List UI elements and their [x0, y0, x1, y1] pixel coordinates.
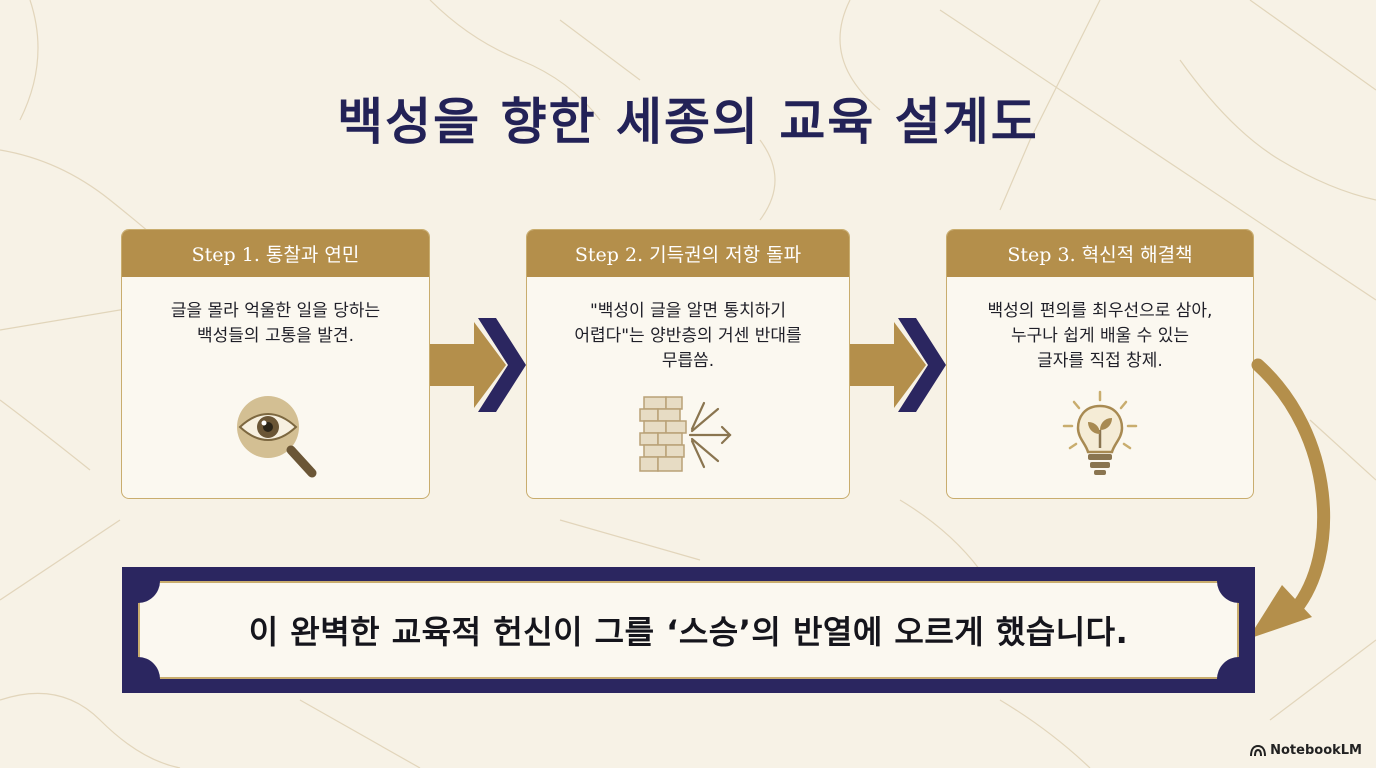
step-3-card: Step 3. 혁신적 해결책 백성의 편의를 최우선으로 삼아, 누구나 쉽게… [946, 229, 1254, 499]
conclusion-frame: 이 완벽한 교육적 헌신이 그를 ‘스승’의 반열에 오르게 했습니다. [138, 581, 1239, 679]
page-title: 백성을 향한 세종의 교육 설계도 [337, 93, 1039, 151]
step-1-line-2: 백성들의 고통을 발견. [197, 326, 354, 346]
step-2-line-1: "백성이 글을 알면 통치하기 [589, 301, 787, 321]
breaking-wall-icon [639, 396, 732, 472]
step-2-description: "백성이 글을 알면 통치하기 어렵다"는 양반층의 거센 반대를 무릅씀. [527, 299, 849, 374]
step-arrow-2 [850, 318, 946, 412]
lightbulb-sprout-icon [1062, 390, 1138, 475]
step-3-header: Step 3. 혁신적 해결책 [947, 230, 1253, 277]
step-1-header: Step 1. 통찰과 연민 [122, 230, 429, 277]
step-3-line-2: 누구나 쉽게 배울 수 있는 [1010, 326, 1189, 346]
step-3-description: 백성의 편의를 최우선으로 삼아, 누구나 쉽게 배울 수 있는 글자를 직접 … [947, 299, 1253, 374]
notebooklm-icon [1250, 744, 1267, 756]
step-1-description: 글을 몰라 억울한 일을 당하는 백성들의 고통을 발견. [122, 299, 429, 349]
step-1-line-1: 글을 몰라 억울한 일을 당하는 [170, 301, 381, 321]
conclusion-text: 이 완벽한 교육적 헌신이 그를 ‘스승’의 반열에 오르게 했습니다. [248, 613, 1129, 651]
brand-label: NotebookLM [1270, 743, 1362, 758]
step-2-header: Step 2. 기득권의 저항 돌파 [527, 230, 849, 277]
step-2-line-2: 어렵다"는 양반층의 거센 반대를 [574, 326, 802, 346]
step-arrow-1 [430, 318, 526, 412]
brand-logo: NotebookLM [1250, 743, 1362, 758]
eye-magnifier-icon [236, 396, 316, 478]
step-2-line-3: 무릅씀. [661, 351, 715, 371]
step-2-card: Step 2. 기득권의 저항 돌파 "백성이 글을 알면 통치하기 어렵다"는… [526, 229, 850, 499]
step-3-line-1: 백성의 편의를 최우선으로 삼아, [987, 301, 1213, 321]
conclusion-banner: 이 완벽한 교육적 헌신이 그를 ‘스승’의 반열에 오르게 했습니다. [122, 567, 1255, 693]
step-3-line-3: 글자를 직접 창제. [1037, 351, 1163, 371]
curved-arrow [1248, 358, 1331, 639]
banner-corner-br [1217, 657, 1239, 679]
step-1-card: Step 1. 통찰과 연민 글을 몰라 억울한 일을 당하는 백성들의 고통을… [121, 229, 430, 499]
